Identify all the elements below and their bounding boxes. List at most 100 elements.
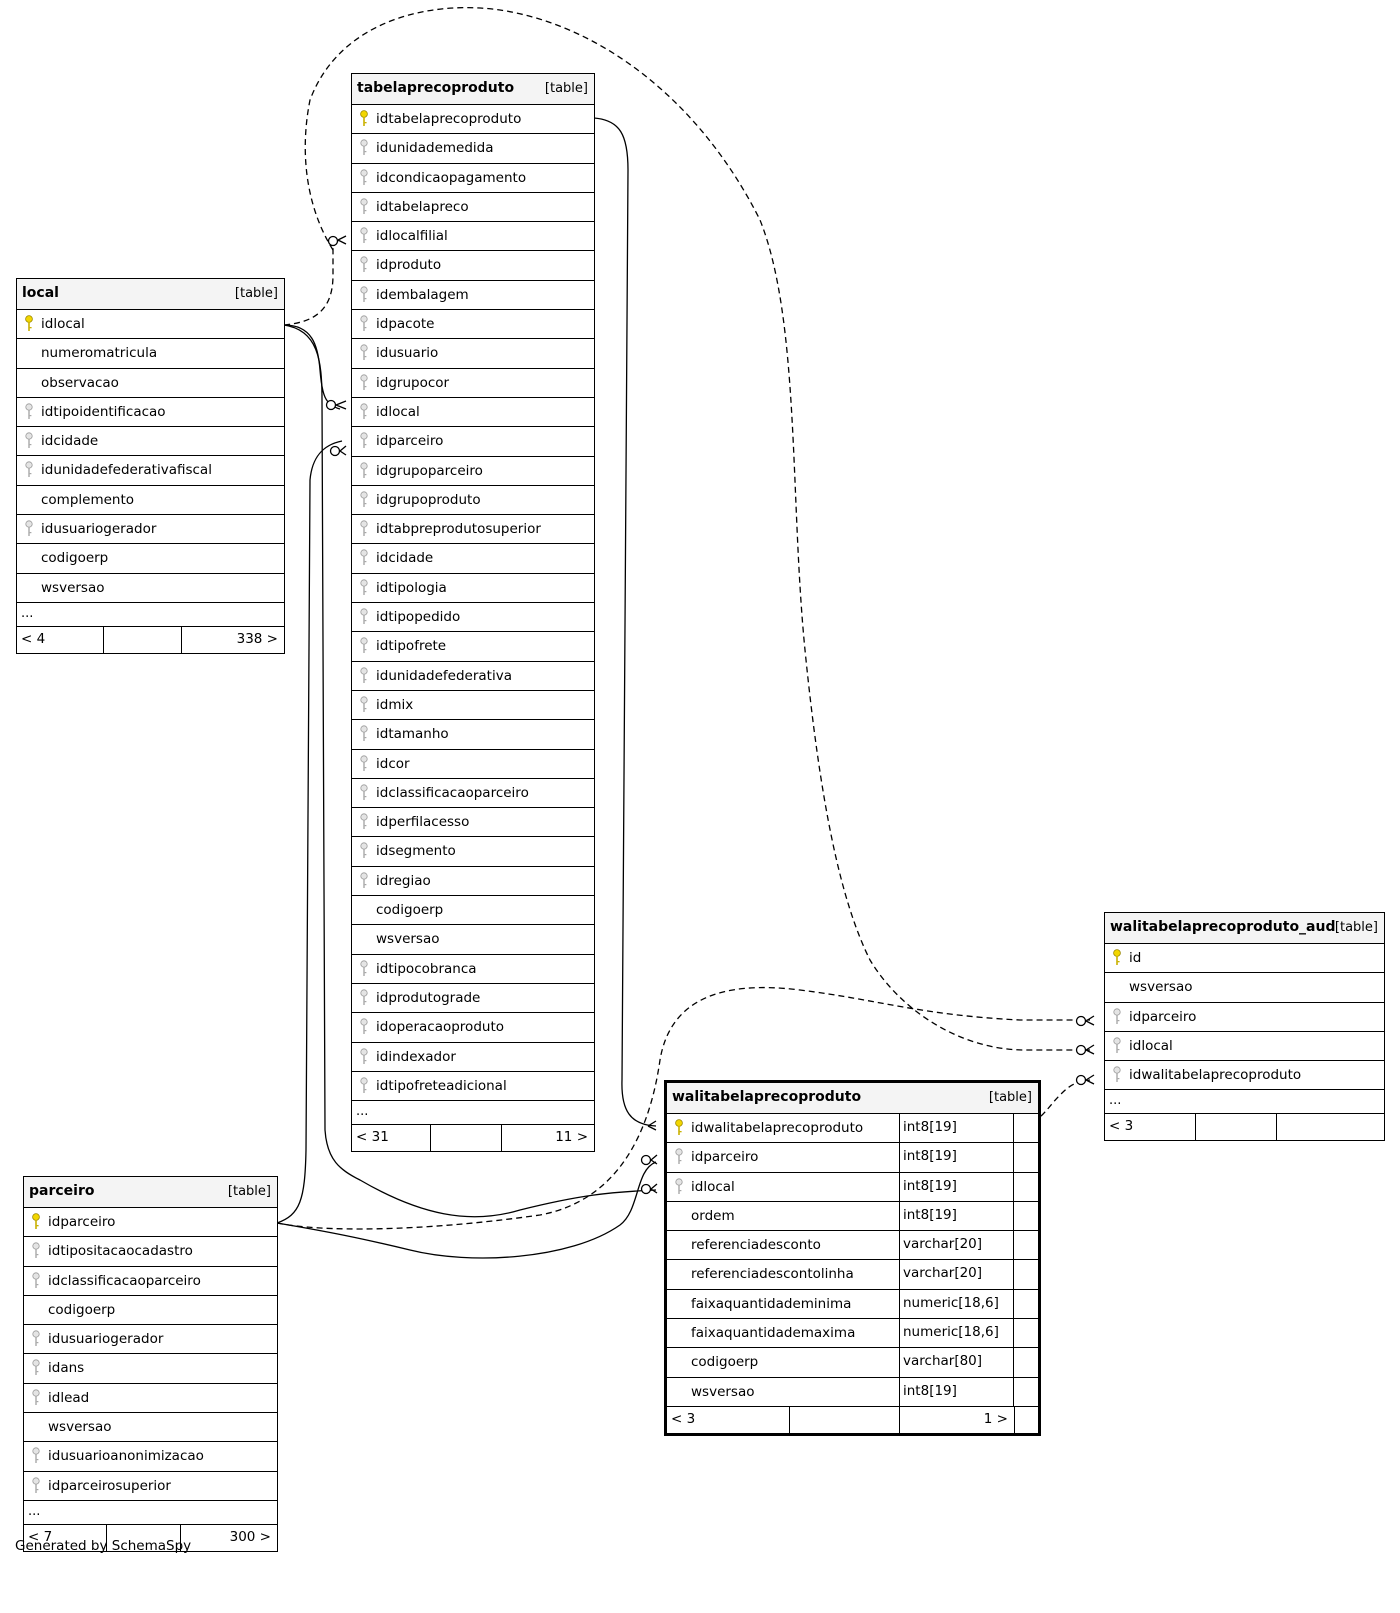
- column-row[interactable]: idmix: [352, 691, 594, 721]
- foreign-key-icon: [359, 168, 369, 187]
- column-row[interactable]: numeromatricula: [17, 339, 284, 369]
- column-row[interactable]: idusuarioanonimizacao: [24, 1442, 277, 1472]
- table-tabelaprecoproduto[interactable]: tabelaprecoproduto[table]idtabelaprecopr…: [351, 73, 595, 1153]
- column-row[interactable]: wsversao: [17, 574, 284, 603]
- column-row[interactable]: idembalagem: [352, 281, 594, 311]
- column-row[interactable]: idcondicaopagamento: [352, 164, 594, 193]
- column-row[interactable]: idlocal: [17, 310, 284, 340]
- children-count[interactable]: 1 >: [899, 1406, 1014, 1433]
- column-row[interactable]: codigoerp: [352, 896, 594, 926]
- column-row[interactable]: idunidademedida: [352, 134, 594, 164]
- column-row[interactable]: wsversao: [352, 925, 594, 955]
- foreign-key-icon: [359, 754, 369, 773]
- column-name: idgrupoparceiro: [376, 462, 483, 479]
- column-row[interactable]: idusuariogerador: [24, 1325, 277, 1355]
- parents-count[interactable]: < 4: [17, 627, 103, 653]
- column-row[interactable]: idusuario: [352, 339, 594, 369]
- column-row[interactable]: idtipologia: [352, 574, 594, 604]
- more-columns-row[interactable]: ...: [24, 1501, 277, 1525]
- column-row[interactable]: idtipositacaocadastro: [24, 1237, 277, 1267]
- column-row[interactable]: idlead: [24, 1384, 277, 1414]
- column-row[interactable]: idperfilacesso: [352, 808, 594, 838]
- more-columns-row[interactable]: ...: [17, 603, 284, 627]
- column-row[interactable]: idtabelaprecoproduto: [352, 105, 594, 135]
- column-row[interactable]: idgrupoparceiro: [352, 457, 594, 486]
- column-row[interactable]: idunidadefederativa: [352, 662, 594, 691]
- column-row[interactable]: idregiao: [352, 867, 594, 897]
- column-row[interactable]: idprodutograde: [352, 984, 594, 1014]
- column-row[interactable]: idtabpreprodutosuperior: [352, 515, 594, 545]
- column-row[interactable]: idtipofrete: [352, 632, 594, 662]
- column-row[interactable]: idindexador: [352, 1043, 594, 1072]
- parents-count[interactable]: < 7: [24, 1525, 106, 1551]
- children-count[interactable]: 11 >: [501, 1125, 594, 1152]
- more-columns-row[interactable]: ...: [1105, 1090, 1384, 1115]
- column-row[interactable]: idparceirosuperior: [24, 1472, 277, 1501]
- column-row[interactable]: id: [1105, 944, 1384, 974]
- column-row[interactable]: idlocal: [1105, 1032, 1384, 1062]
- column-row[interactable]: idcor: [352, 750, 594, 779]
- table-header: local[table]: [17, 279, 284, 310]
- column-row[interactable]: idclassificacaoparceiro: [24, 1267, 277, 1296]
- column-row[interactable]: idans: [24, 1354, 277, 1384]
- column-row[interactable]: complemento: [17, 486, 284, 516]
- column-name: idregiao: [376, 872, 431, 889]
- column-row[interactable]: idproduto: [352, 251, 594, 281]
- column-row[interactable]: idparceiro: [24, 1208, 277, 1238]
- column-row[interactable]: idtipofreteadicional: [352, 1072, 594, 1102]
- column-row[interactable]: observacao: [17, 369, 284, 398]
- parents-count-label: < 31: [356, 1129, 389, 1146]
- column-row[interactable]: idclassificacaoparceiro: [352, 779, 594, 809]
- column-row[interactable]: idcidade: [17, 427, 284, 457]
- column-row[interactable]: codigoerp: [17, 544, 284, 574]
- parents-count[interactable]: < 31: [352, 1125, 430, 1151]
- column-row[interactable]: idtamanho: [352, 720, 594, 750]
- children-count[interactable]: 300 >: [180, 1524, 277, 1551]
- column-row[interactable]: idgrupoproduto: [352, 486, 594, 516]
- column-row[interactable]: idtipopedido: [352, 603, 594, 633]
- column-row[interactable]: idpacote: [352, 310, 594, 340]
- edge-local-idlocalfilial: [283, 239, 341, 326]
- column-row[interactable]: idwalitabelaprecoproduto: [1105, 1061, 1384, 1091]
- children-count[interactable]: 338 >: [181, 626, 284, 653]
- parents-count[interactable]: < 3: [1105, 1114, 1195, 1140]
- column-row[interactable]: codigoerp: [24, 1296, 277, 1326]
- column-row[interactable]: idlocalfilial: [352, 222, 594, 252]
- column-row[interactable]: idtipoidentificacao: [17, 398, 284, 428]
- column-name: idoperacaoproduto: [376, 1019, 504, 1036]
- column-row[interactable]: idoperacaoproduto: [352, 1013, 594, 1043]
- column-row[interactable]: idusuariogerador: [17, 515, 284, 545]
- table-walitabelaprecoproduto[interactable]: walitabelaprecoproduto[table]idwalitabel…: [664, 1080, 1041, 1436]
- more-columns-row[interactable]: ...: [352, 1101, 594, 1126]
- parents-count[interactable]: < 3: [667, 1407, 789, 1433]
- column-name: idusuariogerador: [41, 521, 157, 538]
- column-row[interactable]: idtipocobranca: [352, 955, 594, 984]
- column-row[interactable]: idparceiro: [352, 427, 594, 457]
- column-spacer: [1013, 1260, 1038, 1289]
- children-count[interactable]: [1276, 1114, 1384, 1141]
- column-row[interactable]: idparceiro: [1105, 1003, 1384, 1032]
- column-row[interactable]: idsegmento: [352, 837, 594, 867]
- column-row[interactable]: idcidade: [352, 544, 594, 574]
- column-row[interactable]: wsversao: [24, 1413, 277, 1443]
- column-row[interactable]: idlocal: [352, 398, 594, 428]
- column-row[interactable]: idtabelapreco: [352, 193, 594, 223]
- foreign-key-icon: [359, 696, 369, 714]
- column-row[interactable]: wsversao: [1105, 973, 1384, 1003]
- column-row[interactable]: idgrupocor: [352, 369, 594, 398]
- column-row[interactable]: idunidadefederativafiscal: [17, 456, 284, 486]
- column-type: varchar[20]: [899, 1231, 1014, 1260]
